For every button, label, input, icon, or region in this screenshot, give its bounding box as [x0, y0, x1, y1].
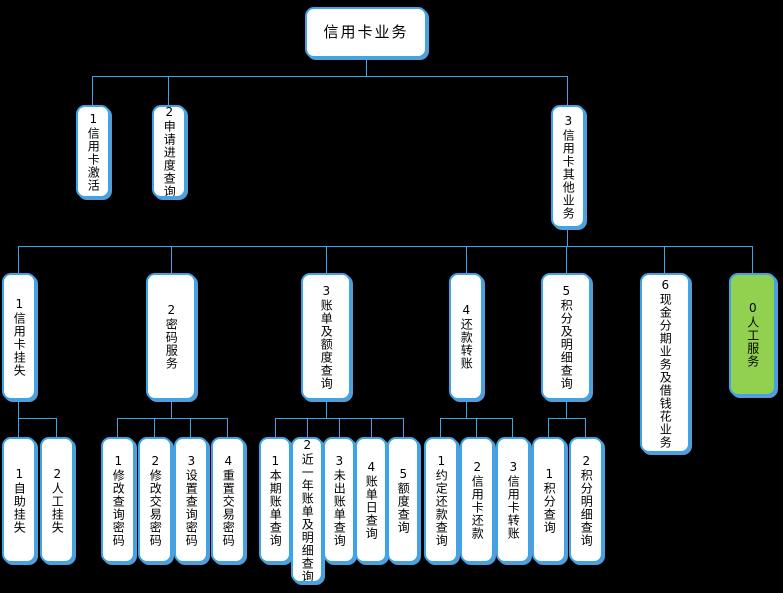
node-level2-password-service[interactable]: 2密码服务 [146, 273, 196, 400]
connector-g1-drop-1 [18, 418, 19, 437]
node-level1-application-progress[interactable]: 2申请进度查询 [152, 105, 186, 198]
node-label: 2积分明细查询 [579, 453, 594, 547]
node-leaf-credit-card-transfer[interactable]: 3信用卡转账 [496, 437, 530, 563]
node-label: 2信用卡还款 [470, 460, 485, 540]
node-level2-human-service[interactable]: 0人工服务 [729, 273, 776, 396]
connector-g3-drop-5 [403, 418, 404, 437]
node-level2-repayment-transfer[interactable]: 4还款转账 [449, 273, 483, 400]
node-label: 1自助挂失 [12, 466, 27, 534]
connector-g2-drop-1 [117, 418, 118, 437]
node-label: 2修改交易密码 [148, 453, 163, 547]
node-label: 2申请进度查询 [162, 105, 177, 198]
connector-level1-drop-2 [168, 76, 169, 105]
connector-g2-bus [117, 418, 227, 419]
node-leaf-credit-limit-query[interactable]: 5额度查询 [387, 437, 419, 563]
node-label: 1约定还款查询 [434, 453, 449, 547]
node-leaf-credit-card-repayment[interactable]: 2信用卡还款 [460, 437, 494, 563]
node-label: 1信用卡激活 [86, 111, 101, 192]
connector-g5-stem [566, 400, 567, 418]
connector-level1-drop-3 [567, 76, 568, 105]
node-leaf-change-transaction-password[interactable]: 2修改交易密码 [138, 437, 172, 563]
node-label: 1本期账单查询 [268, 453, 283, 547]
node-root-label: 信用卡业务 [323, 22, 409, 41]
node-leaf-reset-transaction-password[interactable]: 4重置交易密码 [211, 437, 245, 563]
node-label: 1积分查询 [542, 466, 557, 534]
connector-level2-drop-4 [466, 246, 467, 273]
connector-level2-drop-1 [18, 246, 19, 273]
connector-g4-stem [466, 400, 467, 418]
node-leaf-set-query-password[interactable]: 3设置查询密码 [174, 437, 208, 563]
connector-level1-bus [92, 76, 567, 77]
node-root[interactable]: 信用卡业务 [305, 7, 427, 58]
connector-g2-drop-2 [154, 418, 155, 437]
connector-level2-drop-7 [752, 246, 753, 273]
connector-g4-drop-3 [512, 418, 513, 437]
connector-g5-drop-2 [585, 418, 586, 437]
node-leaf-self-loss-report[interactable]: 1自助挂失 [2, 437, 36, 563]
node-level2-card-loss-report[interactable]: 1信用卡挂失 [2, 273, 36, 400]
node-label: 4还款转账 [459, 303, 474, 370]
connector-g4-drop-2 [476, 418, 477, 437]
node-level1-other-services[interactable]: 3信用卡其他业务 [551, 105, 585, 228]
node-label: 5积分及明细查询 [559, 283, 574, 390]
node-label: 1信用卡挂失 [12, 296, 27, 377]
node-label: 3设置查询密码 [184, 453, 199, 547]
node-label: 3账单及额度查询 [319, 283, 334, 390]
connector-g3-drop-1 [275, 418, 276, 437]
connector-g1-drop-2 [56, 418, 57, 437]
connector-g2-stem [171, 400, 172, 418]
connector-level2-stem [567, 228, 568, 246]
node-label: 4账单日查询 [364, 460, 379, 540]
connector-g3-drop-3 [339, 418, 340, 437]
node-label: 2近一年账单及明细查询 [300, 437, 315, 583]
node-leaf-change-query-password[interactable]: 1修改查询密码 [101, 437, 135, 563]
connector-level2-drop-6 [664, 246, 665, 273]
node-leaf-current-statement-query[interactable]: 1本期账单查询 [259, 437, 291, 563]
connector-level2-drop-5 [566, 246, 567, 273]
node-leaf-one-year-statement-and-detail-query[interactable]: 2近一年账单及明细查询 [291, 437, 323, 583]
connector-g5-drop-1 [548, 418, 549, 437]
connector-level2-drop-3 [326, 246, 327, 273]
connector-g5-bus [548, 418, 585, 419]
connector-level2-bus [18, 246, 753, 247]
connector-g1-bus [18, 418, 56, 419]
node-leaf-statement-date-query[interactable]: 4账单日查询 [355, 437, 387, 563]
node-label: 1修改查询密码 [111, 453, 126, 547]
connector-g4-drop-1 [440, 418, 441, 437]
node-label: 3未出账单查询 [332, 453, 347, 547]
connector-g3-drop-2 [307, 418, 308, 437]
node-leaf-unbilled-statement-query[interactable]: 3未出账单查询 [323, 437, 355, 563]
node-level2-points-and-detail-query[interactable]: 5积分及明细查询 [541, 273, 591, 400]
connector-g3-drop-4 [371, 418, 372, 437]
connector-g3-stem [326, 400, 327, 418]
node-level2-cash-installment-and-loan[interactable]: 6现金分期业务及借钱花业务 [640, 273, 690, 453]
connector-level2-drop-2 [171, 246, 172, 273]
node-level2-statement-and-limit-query[interactable]: 3账单及额度查询 [301, 273, 351, 400]
connector-g2-drop-3 [190, 418, 191, 437]
node-label: 3信用卡其他业务 [561, 113, 576, 220]
node-label: 2密码服务 [164, 303, 179, 370]
node-leaf-points-query[interactable]: 1积分查询 [532, 437, 566, 563]
node-label: 2人工挂失 [50, 466, 65, 534]
connector-g1-stem [18, 400, 19, 418]
connector-root-stem [366, 58, 367, 76]
connector-g2-drop-4 [227, 418, 228, 437]
node-label: 3信用卡转账 [506, 460, 521, 540]
node-label: 5额度查询 [396, 466, 411, 534]
connector-level1-drop-1 [92, 76, 93, 105]
node-level1-activate[interactable]: 1信用卡激活 [76, 105, 110, 198]
node-leaf-points-detail-query[interactable]: 2积分明细查询 [569, 437, 603, 563]
node-label: 0人工服务 [745, 301, 760, 368]
node-leaf-agreed-repayment-query[interactable]: 1约定还款查询 [424, 437, 458, 563]
node-label: 6现金分期业务及借钱花业务 [658, 277, 673, 449]
node-label: 4重置交易密码 [221, 453, 236, 547]
node-leaf-manual-loss-report[interactable]: 2人工挂失 [40, 437, 74, 563]
